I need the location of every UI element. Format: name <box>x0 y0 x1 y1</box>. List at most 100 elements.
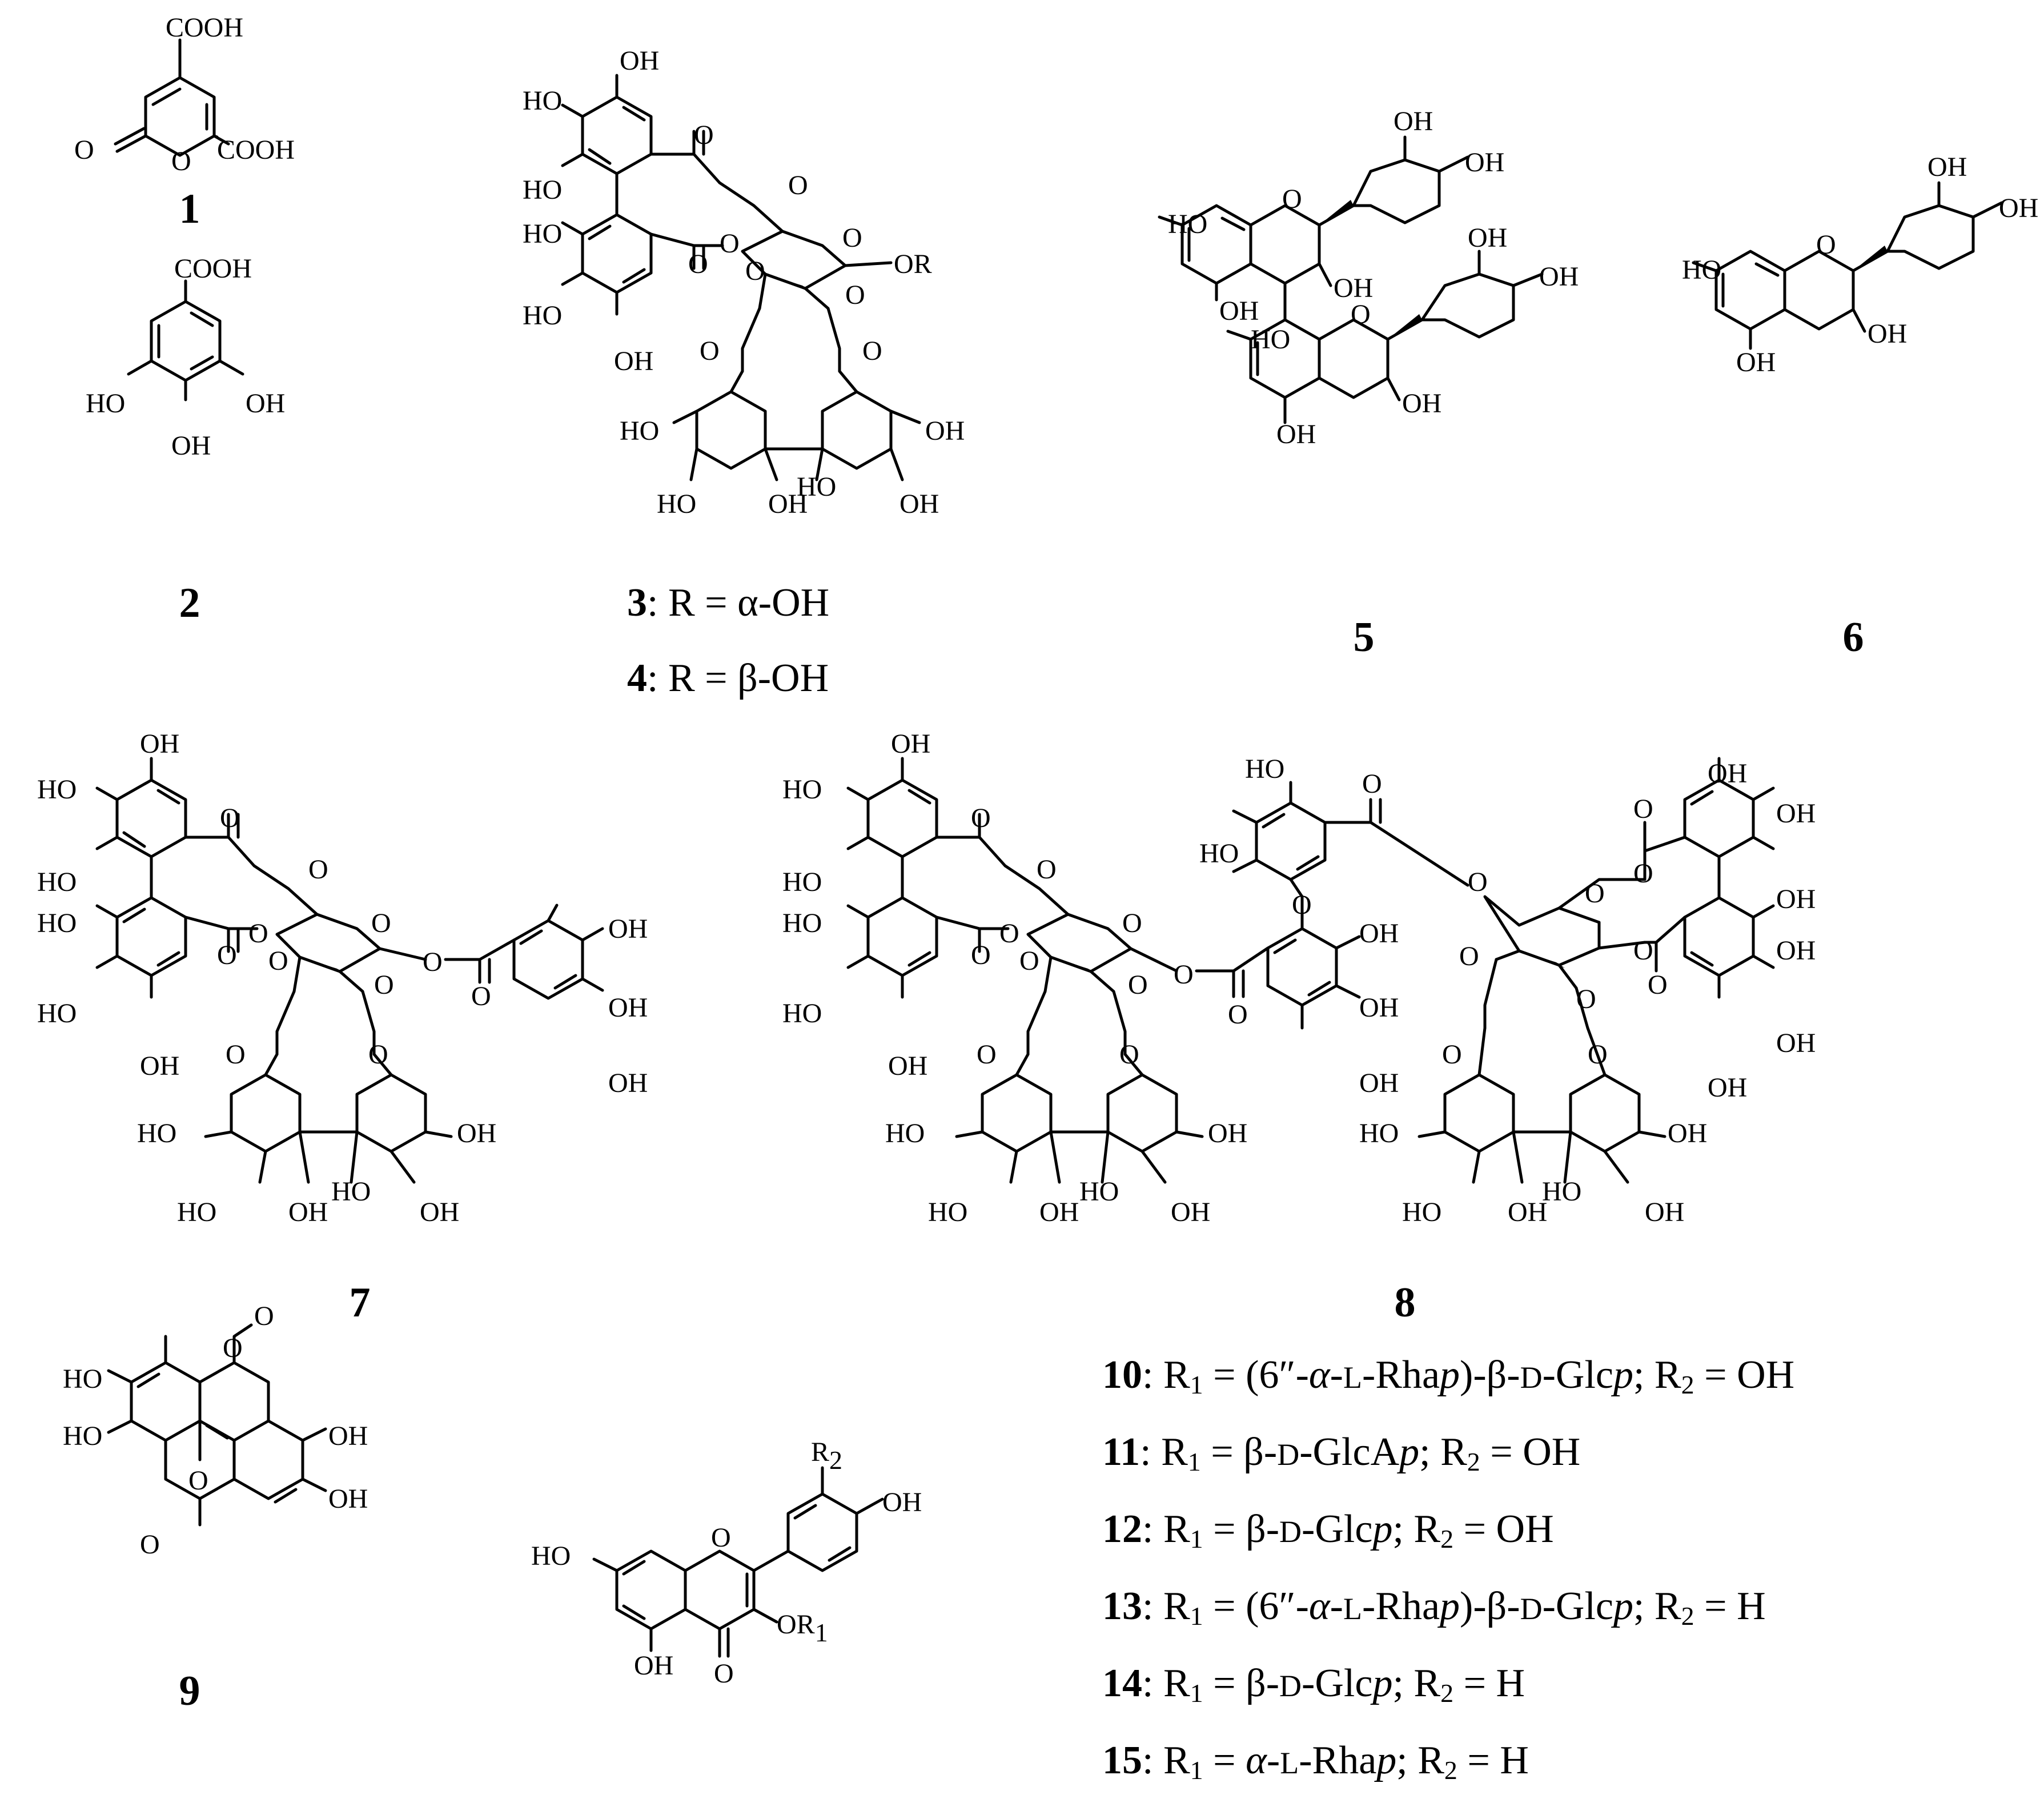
oh-label: OH <box>882 1487 922 1517</box>
o-label: O <box>999 918 1019 949</box>
oh-label: OH <box>1708 1073 1747 1103</box>
ho-label: HO <box>63 1364 102 1394</box>
or1-label: OR1 <box>777 1609 828 1647</box>
ho-label: HO <box>1402 1197 1441 1227</box>
oh-label: OH <box>1465 147 1504 178</box>
o-label: O <box>74 135 94 165</box>
ho-label: HO <box>885 1118 925 1149</box>
o-label: O <box>1119 1039 1139 1070</box>
cooh-label: COOH <box>217 135 295 165</box>
ho-label: HO <box>782 908 822 938</box>
o-label: O <box>226 1039 246 1070</box>
oh-label: OH <box>614 346 653 376</box>
oh-label: OH <box>1776 884 1816 914</box>
ho-label: HO <box>137 1118 176 1149</box>
caption-10: 10: R1 = (6″-α-L-Rhap)-β-D-Glcp; R2 = OH <box>1102 1353 1794 1399</box>
oh-label: OH <box>1402 388 1441 419</box>
o-label: O <box>1648 970 1668 1000</box>
o-label: O <box>471 981 491 1011</box>
oh-label: OH <box>1868 319 1907 349</box>
ho-label: HO <box>620 416 659 446</box>
ho-label: HO <box>1682 255 1721 285</box>
structure-1: COOH O O COOH <box>74 13 295 176</box>
structure-6: OH OH HO O OH OH <box>1682 152 2038 378</box>
oh-label: OH <box>1334 273 1373 303</box>
ho-label: HO <box>1251 324 1290 355</box>
compound-number-9: 9 <box>179 1668 200 1714</box>
compound-number-7: 7 <box>350 1279 371 1326</box>
o-label: O <box>977 1039 997 1070</box>
oh-label: OH <box>246 388 285 419</box>
o-label: O <box>1122 908 1142 938</box>
o-label: O <box>423 947 443 977</box>
ho-label: HO <box>531 1541 571 1571</box>
o-label: O <box>1459 941 1479 971</box>
o-label: O <box>842 223 862 253</box>
ho-label: HO <box>782 867 822 897</box>
o-label: O <box>220 803 240 833</box>
ho-label: HO <box>1199 838 1239 869</box>
oh-label: OH <box>1171 1197 1210 1227</box>
ho-label: HO <box>1245 754 1284 784</box>
o-label: O <box>1633 935 1653 966</box>
o-label: O <box>1362 769 1382 799</box>
oh-label: OH <box>457 1118 496 1149</box>
o-label: O <box>1468 867 1488 897</box>
oh-label: OH <box>1736 347 1776 378</box>
oh-label: OH <box>768 489 808 519</box>
o-label: O <box>371 908 391 938</box>
o-label: O <box>720 228 740 259</box>
oh-label: OH <box>288 1197 328 1227</box>
oh-label: OH <box>1219 296 1259 326</box>
oh-label: OH <box>1208 1118 1247 1149</box>
o-label: O <box>268 946 288 976</box>
o-label: O <box>1019 946 1039 976</box>
o-label: O <box>140 1529 160 1560</box>
o-label: O <box>1816 230 1836 260</box>
ho-label: HO <box>63 1421 102 1451</box>
structure-10-15: R2 OH HO O OR1 OH O <box>531 1437 922 1689</box>
ho-label: HO <box>657 489 696 519</box>
oh-label: OH <box>1999 193 2038 223</box>
compound-number-6: 6 <box>1843 614 1864 661</box>
oh-label: OH <box>634 1651 673 1681</box>
ho-label: HO <box>1079 1176 1119 1207</box>
ho-label: HO <box>86 388 125 419</box>
ho-label: HO <box>1359 1118 1399 1149</box>
ho-label: HO <box>1542 1176 1581 1207</box>
o-label: O <box>711 1523 731 1553</box>
o-label: O <box>171 146 191 176</box>
o-label: O <box>1585 878 1605 909</box>
o-label: O <box>217 940 237 970</box>
o-label: O <box>862 336 882 366</box>
compound-number-5: 5 <box>1354 614 1375 661</box>
oh-label: OH <box>1776 798 1816 829</box>
o-label: O <box>971 803 991 833</box>
o-label: O <box>308 854 328 885</box>
ho-label: HO <box>177 1197 216 1227</box>
o-label: O <box>254 1301 274 1331</box>
o-label: O <box>1128 970 1148 1000</box>
or-label: OR <box>894 249 932 279</box>
oh-label: OH <box>608 1068 648 1098</box>
oh-label: OH <box>888 1051 927 1081</box>
o-label: O <box>1442 1039 1462 1070</box>
structure-7: OH HO HO HO HO OH O O O O O O O O O OH O… <box>37 729 648 1227</box>
o-label: O <box>1588 1039 1608 1070</box>
o-label: O <box>1292 890 1312 920</box>
ho-label: HO <box>1168 209 1207 239</box>
o-label: O <box>1576 984 1596 1014</box>
oh-label: OH <box>925 416 965 446</box>
cooh-label: COOH <box>174 254 252 284</box>
oh-label: OH <box>140 729 179 759</box>
oh-label: OH <box>1039 1197 1079 1227</box>
caption-14: 14: R1 = β-D-Glcp; R2 = H <box>1102 1661 1525 1708</box>
structure-5: OH OH HO O OH OH OH OH HO O OH OH <box>1158 106 1579 449</box>
oh-label: OH <box>1359 1068 1399 1098</box>
caption-13: 13: R1 = (6″-α-L-Rhap)-β-D-Glcp; R2 = H <box>1102 1584 1766 1631</box>
oh-label: OH <box>1927 152 1967 182</box>
o-label: O <box>1174 959 1194 990</box>
structure-3-4: OH HO HO HO HO OH O O O O O O O OR O O H… <box>523 46 965 519</box>
